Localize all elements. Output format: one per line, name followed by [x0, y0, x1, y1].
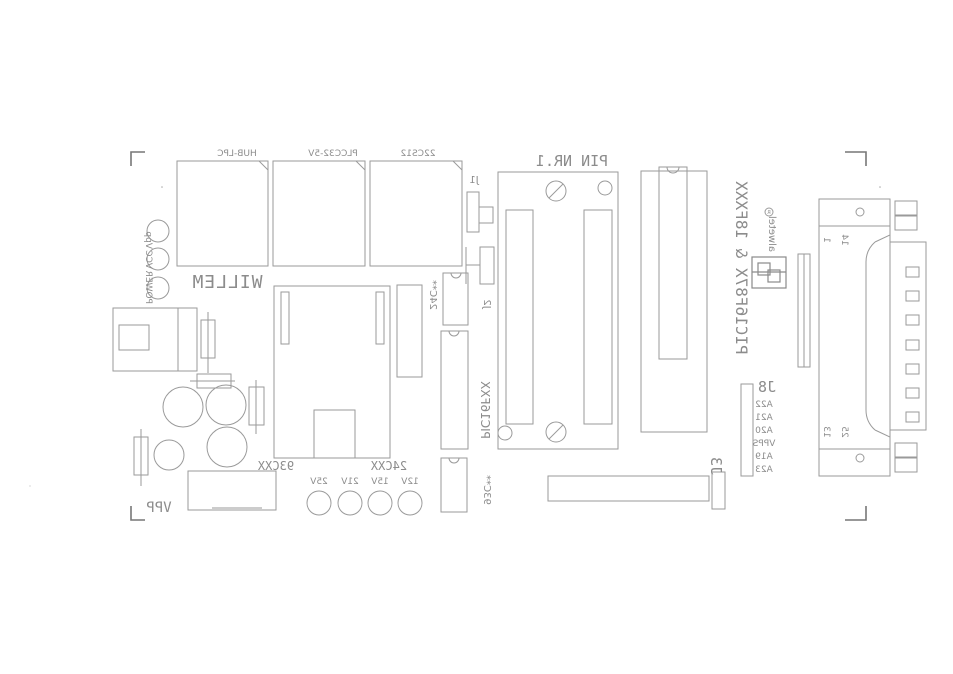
manufacturer-name: alwetel	[766, 216, 777, 252]
corner-mark-top-right	[845, 151, 867, 166]
93c-small-label: 93C**	[481, 475, 492, 505]
power-led-label: POWER	[143, 271, 153, 304]
voltage-pad-12v	[397, 490, 423, 516]
j1-label: J1	[469, 175, 479, 186]
jumper-j1	[466, 191, 494, 233]
capacitor-c4	[153, 439, 185, 471]
zif-socket-large	[497, 171, 619, 450]
header-j3	[547, 471, 726, 510]
dip8-socket-upper	[442, 272, 469, 326]
pic16fxx-socket	[440, 330, 469, 450]
brand-label: WILLEM	[191, 272, 262, 293]
vpp-led	[146, 276, 170, 300]
vcc-led-label: VCC	[143, 250, 153, 269]
voltage-label-15v: 15V	[370, 477, 388, 487]
resistor-r1	[200, 312, 216, 373]
93c-socket	[440, 457, 468, 513]
speck	[879, 186, 881, 188]
93cxx-label: 93CXX	[257, 459, 294, 473]
db25-pin-13: 13	[821, 426, 831, 437]
resistor-r2	[190, 373, 235, 389]
registered-mark-letter: R	[767, 210, 771, 216]
pic16fxx-label: PIC16FXX	[478, 381, 492, 439]
capacitor-c2	[205, 384, 247, 426]
24c-socket	[396, 284, 423, 378]
j8-pin-a23: A23	[755, 465, 773, 475]
corner-mark-top-left	[130, 151, 145, 166]
pic-title: PIC16F87X & 18FXXX	[732, 181, 751, 355]
vcc-led	[146, 247, 170, 271]
j3-label: J3	[707, 457, 725, 475]
s22cs12-socket: 22CS12	[369, 149, 463, 267]
j8-pin-vpps: VPPS	[752, 439, 775, 449]
plcc32-label: PLCC32-5V	[307, 149, 357, 159]
registered-mark	[764, 207, 774, 217]
db25-pin-25: 25	[839, 426, 849, 437]
24cxx-label: 24CXX	[370, 459, 407, 473]
hub-lpc-label: HUB-LPC	[217, 149, 257, 159]
resistor-r4	[133, 429, 149, 486]
db25-pin-14: 14	[839, 234, 849, 246]
zif-socket-area	[273, 285, 391, 459]
voltage-label-25v: 25V	[309, 477, 327, 487]
capacitor-c1	[162, 386, 204, 428]
voltage-pad-15v	[367, 490, 393, 516]
24c-small-label: 24C**	[427, 280, 438, 310]
jumper-j2	[465, 246, 495, 285]
speck	[161, 186, 163, 188]
capacitor-c3	[206, 426, 248, 468]
voltage-pad-25v	[306, 490, 332, 516]
j8-pin-a21: A21	[755, 413, 773, 423]
j8-label: J8	[758, 378, 776, 396]
resistor-r3	[248, 380, 265, 434]
voltage-pad-21v	[337, 490, 363, 516]
power-led	[146, 219, 170, 243]
db25-pin-1: 1	[821, 237, 831, 243]
corner-mark-bottom-right	[845, 506, 867, 521]
j2-label: J2	[481, 299, 492, 309]
vpp-led-label: Vpp	[143, 231, 153, 249]
pin1-label: PIN NR.1	[536, 152, 608, 170]
plcc32-socket: PLCC32-5V	[272, 149, 366, 267]
narrow-header-strip	[797, 253, 811, 368]
j8-pin-a20: A20	[755, 426, 773, 436]
usb-connector	[112, 307, 198, 372]
db25-connector	[818, 198, 927, 477]
s22cs12-label: 22CS12	[401, 149, 436, 159]
header-j8	[740, 383, 754, 477]
corner-mark-bottom-left	[130, 506, 145, 521]
vpp-label: VPP	[146, 500, 171, 516]
speck	[29, 485, 31, 487]
j8-pin-a19: A19	[755, 452, 773, 462]
dip40-socket	[640, 166, 708, 433]
voltage-label-12v: 12V	[400, 477, 418, 487]
regulator-block	[187, 470, 277, 511]
manufacturer-logo	[751, 256, 787, 289]
j8-pin-a22: A22	[755, 400, 773, 410]
hub-lpc-socket: HUB-LPC	[176, 149, 269, 267]
voltage-label-21v: 21V	[340, 477, 358, 487]
